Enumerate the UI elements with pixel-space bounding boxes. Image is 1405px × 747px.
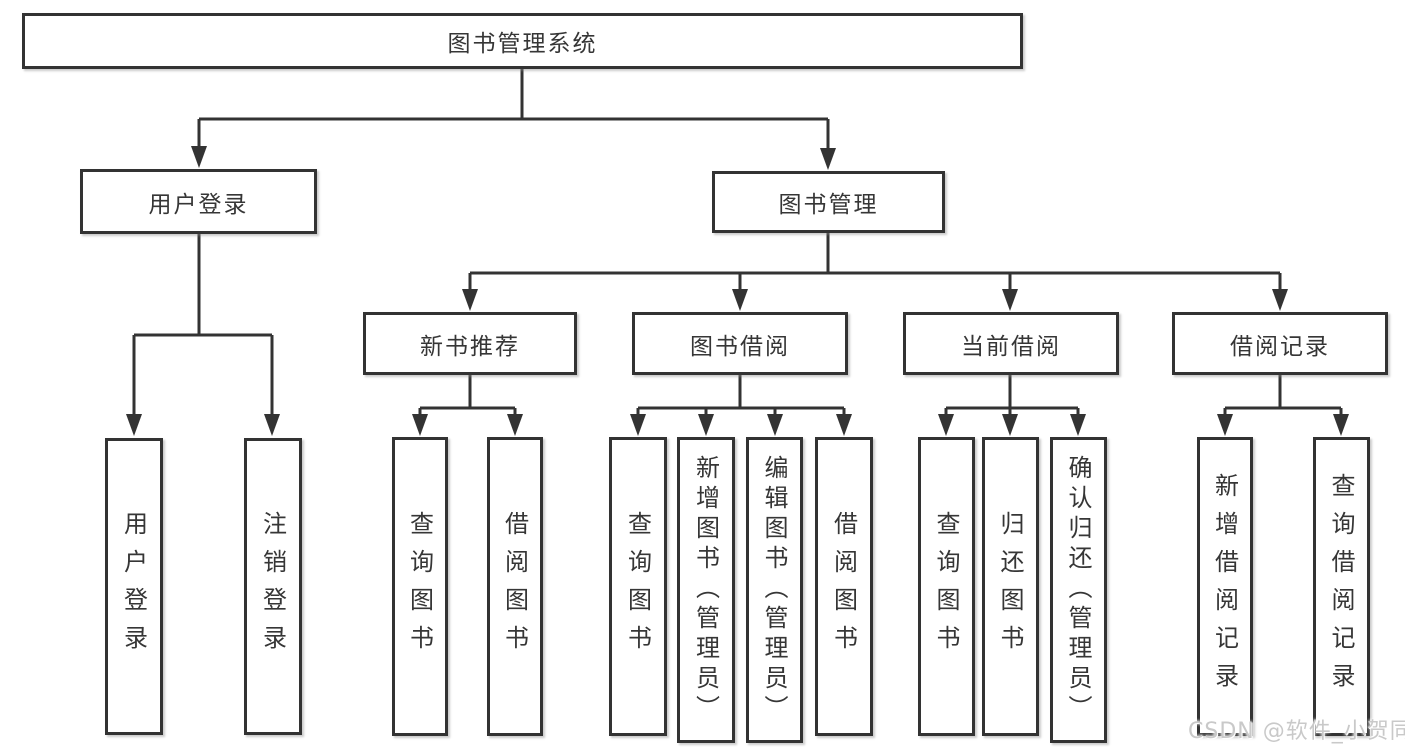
leaf-user-login-label: 用户登录: [119, 510, 148, 663]
node-current-borrowing-label: 当前借阅: [961, 333, 1061, 360]
leaf-query-books-recommend: 查询图书: [392, 437, 448, 736]
leaf-add-borrow-record-label: 新增借阅记录: [1210, 472, 1239, 701]
leaf-add-borrow-record: 新增借阅记录: [1197, 437, 1253, 736]
node-new-book-recommendation: 新书推荐: [363, 312, 577, 375]
leaf-query-borrow-record: 查询借阅记录: [1313, 437, 1370, 736]
leaf-borrow-books-recommend-label: 借阅图书: [500, 510, 529, 663]
node-book-management: 图书管理: [712, 171, 945, 233]
leaf-query-books-recommend-label: 查询图书: [405, 510, 434, 663]
leaf-add-book-admin-label: 新增图书（管理员）: [691, 455, 720, 725]
node-borrowing-records-label: 借阅记录: [1230, 333, 1330, 360]
leaf-logout-label: 注销登录: [258, 510, 287, 663]
leaf-confirm-return-admin: 确认归还（管理员）: [1050, 437, 1107, 743]
watermark: CSDN @软件_小贺同学: [1188, 719, 1405, 744]
node-library-system-label: 图书管理系统: [447, 31, 598, 57]
leaf-query-books-borrow: 查询图书: [609, 437, 667, 736]
node-current-borrowing: 当前借阅: [903, 312, 1119, 375]
leaf-return-books: 归还图书: [982, 437, 1039, 736]
leaf-logout: 注销登录: [244, 438, 302, 735]
leaf-query-books-borrow-label: 查询图书: [623, 510, 652, 663]
leaf-add-book-admin: 新增图书（管理员）: [677, 437, 735, 743]
node-library-system: 图书管理系统: [22, 13, 1023, 69]
leaf-query-borrow-record-label: 查询借阅记录: [1327, 472, 1355, 701]
leaf-confirm-return-admin-label: 确认归还（管理员）: [1064, 455, 1092, 725]
leaf-edit-book-admin: 编辑图书（管理员）: [746, 437, 803, 743]
node-new-book-recommendation-label: 新书推荐: [420, 333, 520, 360]
leaf-user-login: 用户登录: [105, 438, 163, 735]
node-book-management-label: 图书管理: [778, 192, 879, 218]
node-user-login: 用户登录: [80, 169, 317, 234]
leaf-borrow-books-borrow-label: 借阅图书: [829, 510, 858, 663]
leaf-borrow-books-borrow: 借阅图书: [815, 437, 873, 736]
leaf-return-books-label: 归还图书: [996, 510, 1024, 663]
leaf-edit-book-admin-label: 编辑图书（管理员）: [760, 455, 788, 725]
node-book-borrowing-label: 图书借阅: [690, 333, 790, 360]
node-book-borrowing: 图书借阅: [632, 312, 848, 375]
node-user-login-label: 用户登录: [148, 191, 249, 218]
node-borrowing-records: 借阅记录: [1172, 312, 1388, 375]
leaf-query-books-current: 查询图书: [918, 437, 975, 736]
leaf-borrow-books-recommend: 借阅图书: [487, 437, 543, 736]
leaf-query-books-current-label: 查询图书: [932, 510, 960, 663]
